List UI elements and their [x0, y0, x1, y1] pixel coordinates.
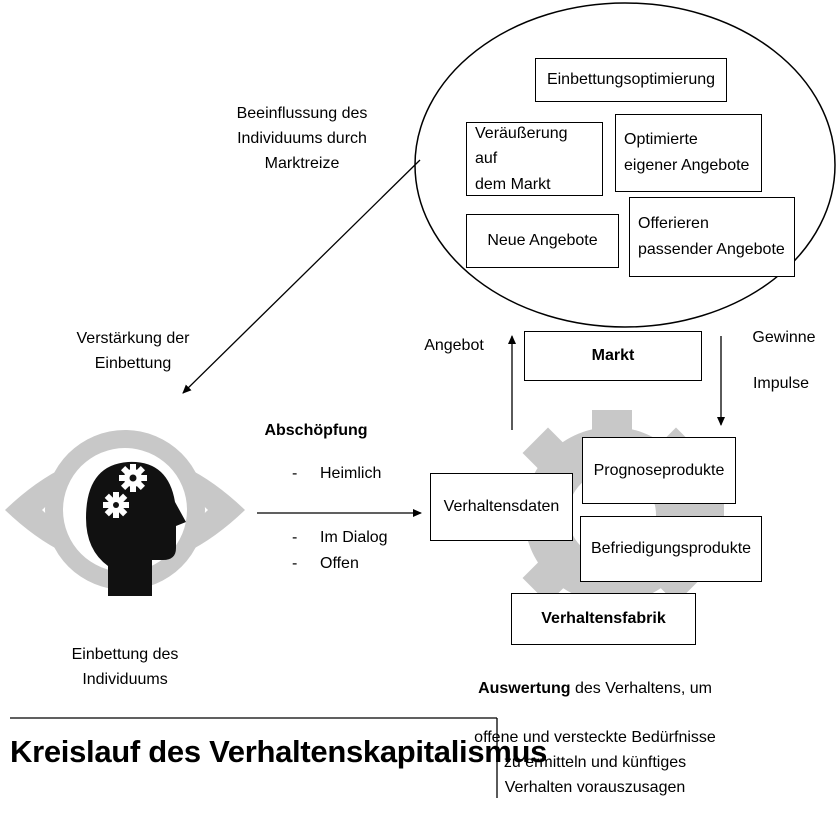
box-markt: Markt	[524, 331, 702, 381]
auswertung-bold: Auswertung	[478, 679, 571, 697]
box-verhaltensfabrik: Verhaltensfabrik	[511, 593, 696, 645]
box-einbettungsoptimierung: Einbettungsoptimierung	[535, 58, 727, 102]
label-angebot: Angebot	[424, 337, 484, 354]
label-befriedigungsprodukte: Befriedigungsprodukte	[590, 540, 752, 557]
label-verstaerkung: Verstärkung der Einbettung	[76, 330, 190, 372]
box-offerieren: Offerieren passender Angebote	[629, 197, 795, 277]
label-markt: Markt	[591, 347, 635, 364]
diagram-title: Kreislauf des Verhaltenskapitalismus	[10, 734, 548, 769]
box-befriedigungsprodukte: Befriedigungsprodukte	[580, 516, 762, 582]
label-prognoseprodukte: Prognoseprodukte	[593, 461, 725, 479]
label-impulse: Impulse	[752, 375, 810, 392]
label-gewinne: Gewinne	[752, 329, 816, 346]
label-verhaltensdaten: Verhaltensdaten	[443, 498, 560, 515]
auswertung-rest: des Verhaltens, um	[570, 679, 712, 697]
auswertung-more-lines: offene und versteckte Bedürfnisse zu erm…	[474, 729, 716, 796]
bullet-im-dialog: Im Dialog	[320, 529, 388, 546]
bullet-dash-3: -	[292, 555, 298, 572]
bullet-dash-1: -	[292, 465, 298, 482]
label-einbettungsoptimierung: Einbettungsoptimierung	[546, 71, 716, 88]
auswertung-first-line: Auswertung des Verhaltens, um	[460, 677, 730, 702]
box-prognoseprodukte: Prognoseprodukte	[582, 437, 736, 504]
diagram-canvas: Einbettungsoptimierung Veräußerung auf d…	[5, 2, 836, 798]
bullet-heimlich: Heimlich	[320, 465, 382, 482]
label-veraeusserung: Veräußerung auf dem Markt	[475, 124, 568, 193]
label-offerieren: Offerieren passender Angebote	[638, 215, 785, 258]
label-verhaltensfabrik: Verhaltensfabrik	[541, 610, 666, 627]
bullet-dash-2: -	[292, 529, 298, 546]
box-veraeusserung: Veräußerung auf dem Markt	[466, 122, 603, 196]
bullet-offen: Offen	[320, 555, 359, 572]
box-neue-angebote: Neue Angebote	[466, 214, 619, 268]
box-verhaltensdaten: Verhaltensdaten	[430, 473, 573, 541]
box-optimierte: Optimierte eigener Angebote	[615, 114, 762, 192]
label-einbettung-individuum: Einbettung des Individuums	[71, 646, 179, 688]
label-neue-angebote: Neue Angebote	[487, 232, 598, 249]
label-auswertung: Auswertung des Verhaltens, um offene und…	[460, 652, 730, 826]
label-optimierte: Optimierte eigener Angebote	[624, 131, 750, 174]
label-abschoepfung: Abschöpfung	[264, 422, 368, 439]
head-gears-icon	[86, 461, 186, 596]
influence-arrow	[182, 159, 421, 394]
label-beeinflussung: Beeinflussung des Individuums durch Mark…	[236, 105, 368, 172]
